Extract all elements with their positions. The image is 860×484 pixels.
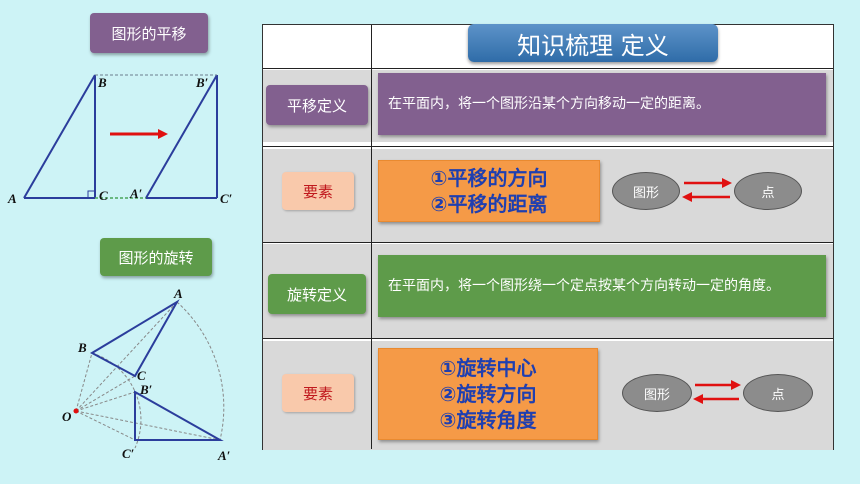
translation-diagram: A B C A′ B′ C′ (7, 74, 233, 206)
label-c-prime: C′ (220, 191, 233, 206)
map-from-oval-2: 图形 (622, 374, 692, 412)
label-a: A (7, 191, 17, 206)
map-to-oval-1: 点 (734, 172, 802, 210)
rot-label-c-prime: C′ (122, 446, 135, 461)
rotation-element-1: ①旋转中心 (439, 356, 537, 380)
double-arrow-icon (682, 178, 732, 202)
rot-label-a: A (173, 286, 183, 301)
rot-label-o: O (62, 409, 72, 424)
rotation-def-label: 旋转定义 (268, 274, 366, 314)
label-b: B (97, 75, 107, 90)
rotation-elements-label: 要素 (282, 374, 354, 412)
translation-def-text: 在平面内，将一个图形沿某个方向移动一定的距离。 (378, 73, 826, 135)
translation-elements-label: 要素 (282, 172, 354, 210)
rotation-elements-box: ①旋转中心 ②旋转方向 ③旋转角度 (378, 348, 598, 440)
label-c: C (99, 188, 108, 203)
rotation-title: 图形的旋转 (100, 238, 212, 276)
translation-title: 图形的平移 (90, 13, 208, 53)
header-banner: 知识梳理 定义 (468, 24, 718, 62)
translation-element-2: ②平移的距离 (430, 192, 548, 216)
translation-elements-box: ①平移的方向 ②平移的距离 (378, 160, 600, 222)
rot-label-a-prime: A′ (217, 448, 231, 463)
rotation-element-3: ③旋转角度 (439, 408, 537, 432)
map-to-oval-2: 点 (743, 374, 813, 412)
rot-label-c: C (137, 368, 146, 383)
double-arrow-icon (693, 380, 741, 404)
map-from-oval-1: 图形 (612, 172, 680, 210)
rot-label-b: B (77, 340, 87, 355)
rotation-element-2: ②旋转方向 (439, 382, 537, 406)
rotation-def-text: 在平面内，将一个图形绕一个定点按某个方向转动一定的角度。 (378, 255, 826, 317)
label-a-prime: A′ (129, 186, 143, 201)
label-b-prime: B′ (195, 75, 209, 90)
rotation-diagram: A B C O B′ C′ A′ (62, 286, 231, 463)
translation-def-label: 平移定义 (266, 85, 368, 125)
translation-element-1: ①平移的方向 (430, 166, 548, 190)
rot-label-b-prime: B′ (139, 382, 153, 397)
